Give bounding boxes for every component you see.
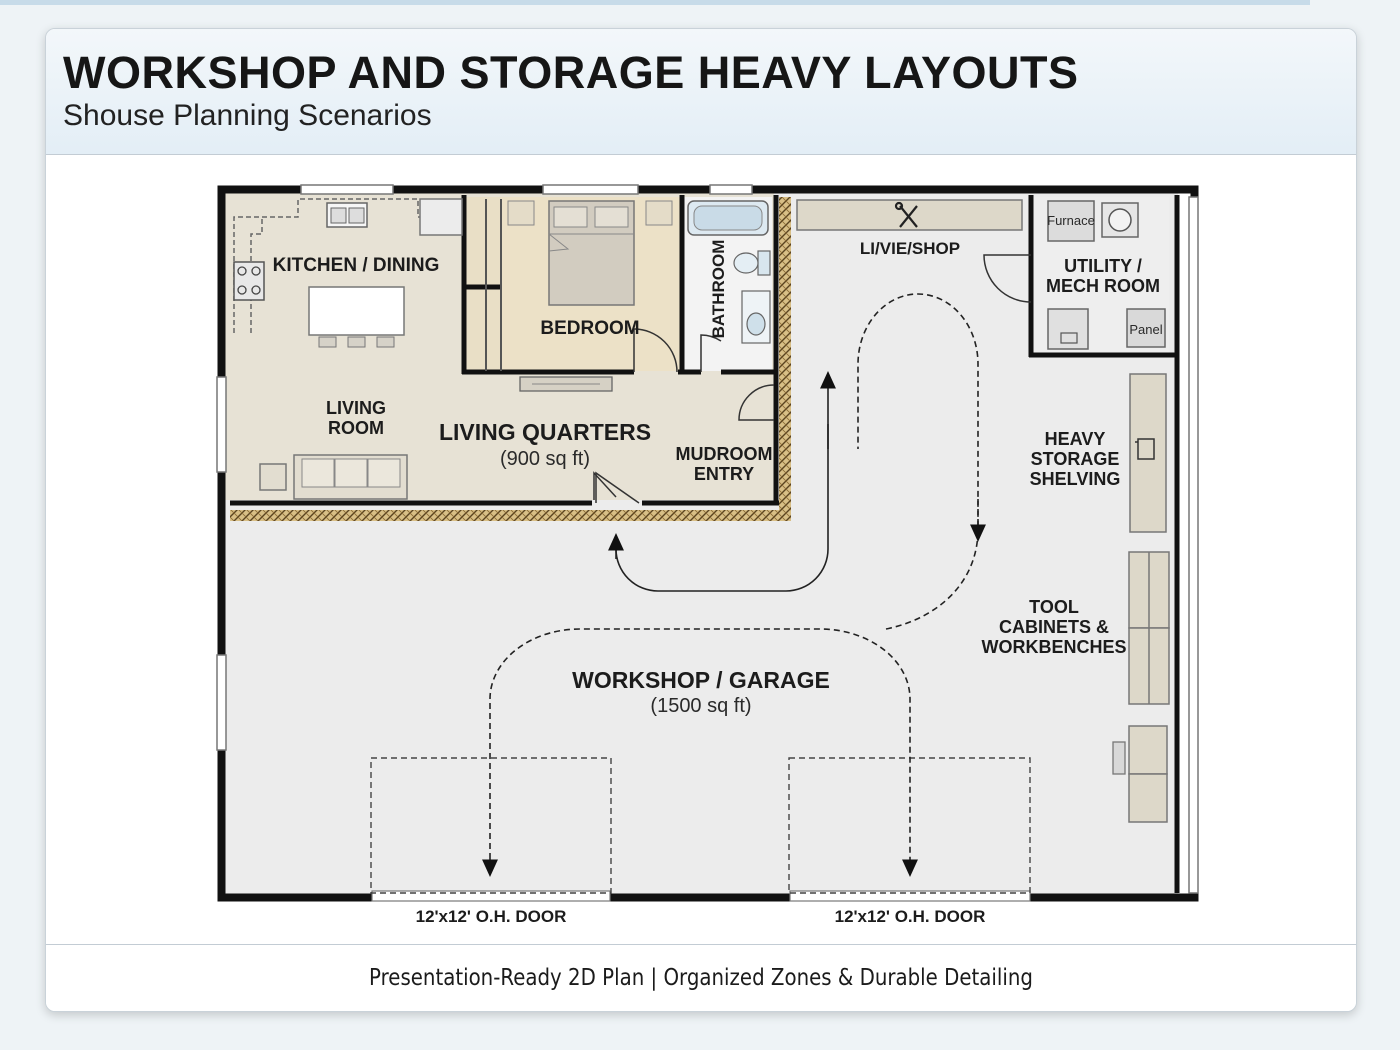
mudroom-door-swing bbox=[595, 471, 640, 504]
label-furnace: Furnace bbox=[1047, 213, 1095, 228]
label-tool-line3: WORKBENCHES bbox=[981, 637, 1126, 657]
sink-icon bbox=[326, 202, 368, 228]
label-lane-shop: LI/VIE/SHOP bbox=[860, 239, 960, 258]
washer-icon bbox=[1047, 308, 1089, 350]
sofa-icon bbox=[293, 454, 408, 500]
label-panel: Panel bbox=[1129, 322, 1162, 337]
insulation-band-south bbox=[230, 510, 785, 521]
nightstand-icon bbox=[507, 200, 535, 226]
mudroom-door-gap bbox=[592, 500, 642, 509]
dining-table-icon bbox=[308, 286, 405, 348]
page-title: WORKSHOP AND STORAGE HEAVY LAYOUTS bbox=[63, 47, 1079, 98]
label-workshop-area: (1500 sq ft) bbox=[650, 695, 751, 717]
label-heavy-line1: HEAVY bbox=[1045, 429, 1106, 449]
overhead-door-openings bbox=[371, 890, 1031, 902]
armchair-icon bbox=[259, 463, 287, 491]
label-utility-line2: MECH ROOM bbox=[1046, 276, 1160, 296]
bed-icon bbox=[548, 200, 635, 306]
label-kitchen: KITCHEN / DINING bbox=[273, 255, 440, 276]
label-heavy-line3: SHELVING bbox=[1030, 469, 1121, 489]
circulation-paths bbox=[482, 293, 986, 877]
toilet-icon bbox=[733, 250, 771, 276]
interior-walls bbox=[230, 195, 1177, 506]
label-living-quarters-area: (900 sq ft) bbox=[500, 448, 590, 470]
furnace-icon bbox=[1047, 200, 1095, 242]
tool-cabinets bbox=[1128, 551, 1170, 705]
workbench-desk-icon bbox=[1112, 725, 1168, 823]
header: WORKSHOP AND STORAGE HEAVY LAYOUTS Shous… bbox=[46, 29, 1356, 155]
water-heater-icon bbox=[1101, 202, 1139, 238]
floor-plan: KITCHEN / DINING BEDROOM BATHROOM LIVING… bbox=[216, 184, 1199, 926]
plan-card: WORKSHOP AND STORAGE HEAVY LAYOUTS Shous… bbox=[45, 28, 1357, 1012]
label-living-quarters: LIVING QUARTERS bbox=[439, 419, 651, 445]
label-workshop: WORKSHOP / GARAGE bbox=[572, 667, 830, 693]
label-tool-line2: CABINETS & bbox=[999, 617, 1109, 637]
label-bedroom: BEDROOM bbox=[540, 318, 639, 339]
closet-floor bbox=[466, 197, 501, 371]
label-door-right: 12'x12' O.H. DOOR bbox=[835, 907, 986, 926]
vanity-sink-icon bbox=[741, 290, 771, 344]
label-utility-line1: UTILITY / bbox=[1064, 256, 1142, 276]
windows bbox=[216, 184, 1199, 894]
label-living-line1: LIVING bbox=[326, 398, 386, 418]
label-tool-line1: TOOL bbox=[1029, 597, 1079, 617]
wrench-screwdriver-icon bbox=[894, 201, 918, 228]
electrical-panel-icon bbox=[1126, 308, 1166, 348]
insulation-band-east bbox=[779, 197, 791, 521]
bathtub-icon bbox=[687, 200, 769, 236]
label-mudroom-line1: MUDROOM bbox=[676, 444, 773, 464]
top-accent-strip bbox=[0, 0, 1310, 5]
label-heavy-line2: STORAGE bbox=[1031, 449, 1120, 469]
label-bathroom: BATHROOM bbox=[709, 240, 728, 339]
footer: Presentation-Ready 2D Plan | Organized Z… bbox=[46, 944, 1356, 1011]
heavy-storage-shelving bbox=[1129, 373, 1167, 533]
footer-caption: Presentation-Ready 2D Plan | Organized Z… bbox=[368, 965, 1033, 991]
refrigerator bbox=[419, 198, 463, 236]
stove-icon bbox=[233, 261, 265, 301]
page-subtitle: Shouse Planning Scenarios bbox=[63, 99, 432, 132]
label-door-left: 12'x12' O.H. DOOR bbox=[416, 907, 567, 926]
door-swings bbox=[593, 254, 1032, 505]
label-mudroom-line2: ENTRY bbox=[694, 464, 754, 484]
nightstand-icon-right bbox=[645, 200, 673, 226]
closet-partitions bbox=[485, 199, 502, 371]
label-living-line2: ROOM bbox=[328, 418, 384, 438]
